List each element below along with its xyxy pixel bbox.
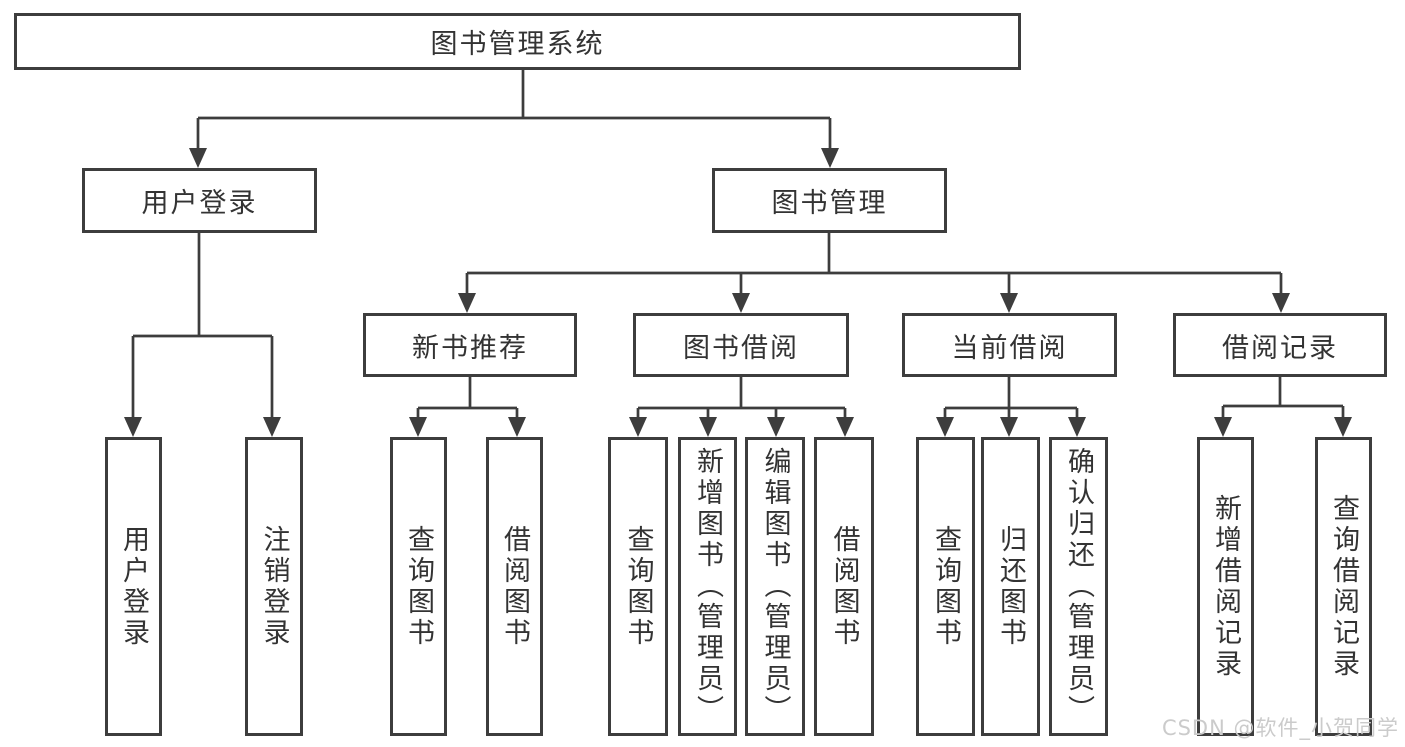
arrow-icon — [409, 417, 427, 437]
leaf-logout: 注销登录 — [245, 437, 303, 736]
arrow-icon — [1000, 417, 1018, 437]
arrow-icon — [836, 417, 854, 437]
leaf-query-books-current: 查询图书 — [916, 437, 975, 736]
arrowheads — [124, 148, 1352, 437]
leaf-add-borrow-record: 新增借阅记录 — [1197, 437, 1254, 736]
leaf-user-login: 用户登录 — [105, 437, 162, 736]
node-library-management-system: 图书管理系统 — [14, 13, 1021, 70]
arrow-icon — [508, 417, 526, 437]
arrow-icon — [1334, 417, 1352, 437]
leaf-label: 查询图书 — [930, 524, 961, 649]
arrow-icon — [1000, 293, 1018, 313]
leaf-label: 归还图书 — [995, 524, 1026, 649]
leaf-query-books-borrow: 查询图书 — [608, 437, 668, 736]
connector-lines — [131, 69, 1345, 419]
leaf-add-book-admin: 新增图书（管理员） — [678, 437, 737, 736]
arrow-icon — [1272, 293, 1290, 313]
node-current-borrowing: 当前借阅 — [902, 313, 1117, 377]
arrow-icon — [189, 148, 207, 168]
leaf-borrow-books: 借阅图书 — [814, 437, 874, 736]
csdn-watermark: CSDN @软件_小贺同学 — [1161, 716, 1399, 740]
arrow-icon — [936, 417, 954, 437]
node-new-book-recommendation: 新书推荐 — [363, 313, 577, 377]
arrow-icon — [732, 293, 750, 313]
leaf-label: 借阅图书 — [828, 524, 860, 649]
node-book-borrowing: 图书借阅 — [633, 313, 849, 377]
arrow-icon — [124, 417, 142, 437]
leaf-label: 编辑图书（管理员） — [759, 447, 791, 726]
arrow-icon — [821, 148, 839, 168]
leaf-borrow-books-recommend: 借阅图书 — [486, 437, 543, 736]
arrow-icon — [767, 417, 785, 437]
leaf-edit-book-admin: 编辑图书（管理员） — [745, 437, 805, 736]
leaf-label: 新增图书（管理员） — [692, 447, 723, 726]
arrow-icon — [629, 417, 647, 437]
leaf-label: 查询图书 — [403, 524, 434, 649]
leaf-label: 查询借阅记录 — [1328, 493, 1359, 680]
leaf-query-borrow-record: 查询借阅记录 — [1315, 437, 1372, 736]
leaf-label: 新增借阅记录 — [1210, 493, 1241, 680]
node-borrowing-records: 借阅记录 — [1173, 313, 1387, 377]
leaf-query-books-recommend: 查询图书 — [390, 437, 447, 736]
arrow-icon — [458, 293, 476, 313]
leaf-label: 用户登录 — [118, 524, 149, 649]
leaf-label: 注销登录 — [258, 524, 290, 649]
arrow-icon — [263, 417, 281, 437]
leaf-label: 确认归还（管理员） — [1063, 447, 1094, 726]
leaf-confirm-return-admin: 确认归还（管理员） — [1049, 437, 1108, 736]
node-book-management: 图书管理 — [712, 168, 947, 233]
leaf-label: 借阅图书 — [499, 524, 530, 649]
arrow-icon — [699, 417, 717, 437]
leaf-label: 查询图书 — [622, 524, 654, 649]
arrow-icon — [1214, 417, 1232, 437]
node-user-login: 用户登录 — [82, 168, 317, 233]
arrow-icon — [1068, 417, 1086, 437]
leaf-return-book: 归还图书 — [981, 437, 1040, 736]
